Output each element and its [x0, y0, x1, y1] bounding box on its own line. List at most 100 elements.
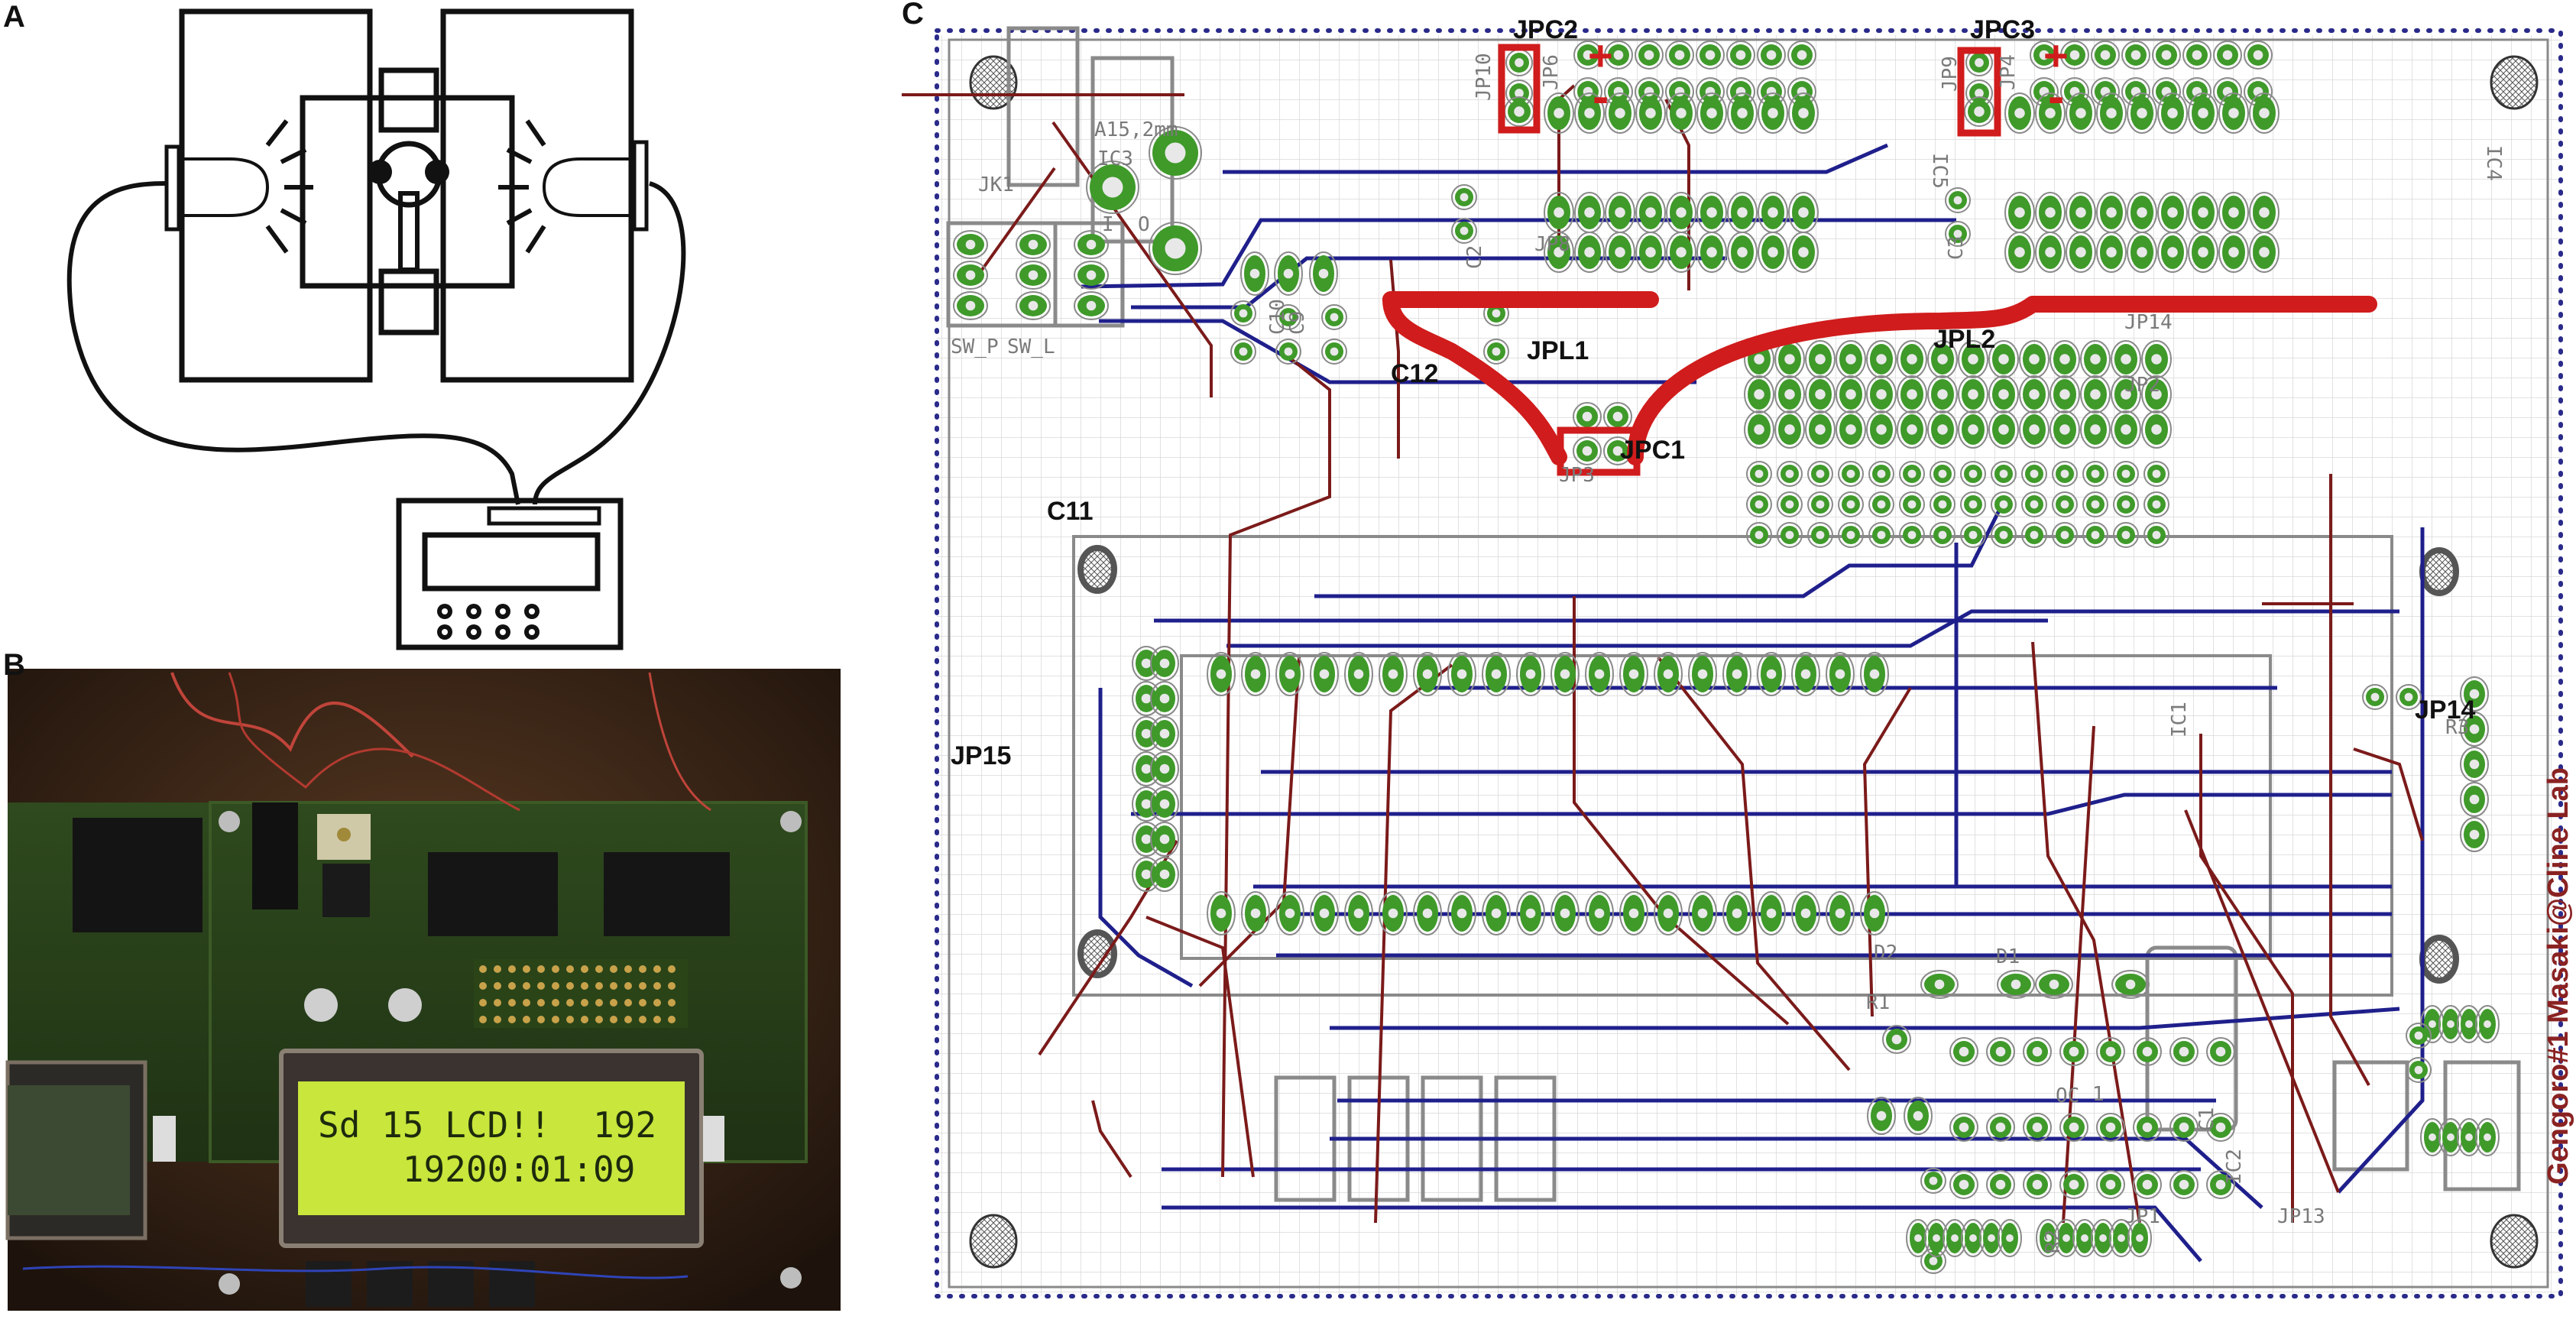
pad-outline	[1860, 891, 1889, 935]
pad-drill	[2469, 689, 2480, 699]
pad-drill	[2222, 50, 2233, 60]
pad-drill	[1968, 354, 1978, 365]
pad-outline	[1619, 652, 1648, 696]
pad-drill	[2069, 50, 2080, 60]
pad-drill	[1676, 247, 1687, 258]
pad-drill	[2059, 389, 2070, 400]
pad-drill	[1554, 108, 1564, 118]
pad-outline	[1275, 652, 1304, 696]
pad-outline	[2035, 232, 2066, 273]
pad-outline	[1482, 891, 1511, 935]
pad-outline	[1746, 491, 1772, 517]
pad-outline	[1447, 652, 1476, 696]
pad-drill	[2414, 1065, 2423, 1075]
label-jp15: JP15	[951, 741, 1011, 770]
pad-drill	[1974, 106, 1985, 117]
pad-drill	[1525, 669, 1536, 679]
pad-outline	[1866, 375, 1897, 413]
proto-hole	[610, 965, 617, 973]
pad-outline	[1241, 652, 1270, 696]
pad-drill	[1732, 669, 1742, 679]
pad-drill	[2011, 979, 2021, 990]
pad-outline	[2052, 522, 2078, 548]
pad-drill	[2167, 108, 2178, 118]
pad-outline	[1150, 786, 1179, 822]
pad-outline	[2188, 232, 2218, 273]
pad-outline	[1149, 222, 1202, 275]
pad-drill	[1891, 1034, 1902, 1045]
pad-outline	[1550, 652, 1580, 696]
pad-drill	[1959, 1122, 1969, 1133]
pad-drill	[2137, 247, 2147, 258]
pad-drill	[1028, 300, 1039, 311]
pad-outline	[1544, 232, 1574, 273]
pad-drill	[1846, 530, 1855, 540]
pad-outline	[1807, 461, 1833, 487]
right-lamp-base	[632, 140, 649, 232]
pad-outline	[1727, 232, 1758, 273]
pad-drill	[1028, 239, 1039, 250]
pad-drill	[1159, 658, 1170, 669]
pad-outline	[1897, 375, 1927, 413]
pad-drill	[1584, 207, 1595, 218]
pad-outline	[2141, 340, 2172, 378]
pad-drill	[1515, 58, 1524, 67]
pad-outline	[1275, 339, 1301, 365]
pad-outline	[953, 261, 988, 290]
pad-outline	[1074, 230, 1109, 259]
pad-outline	[2244, 41, 2273, 70]
pad-drill	[1612, 446, 1623, 456]
pad-drill	[2075, 207, 2086, 218]
pad-drill	[2465, 1133, 2473, 1141]
pad-outline	[2141, 375, 2172, 413]
pad-outline	[1991, 522, 2017, 548]
pad-outline	[2157, 232, 2188, 273]
pad-drill	[1907, 500, 1917, 509]
proto-hole	[523, 1016, 530, 1023]
pad-outline	[2249, 92, 2280, 134]
pad-outline	[1635, 92, 1666, 134]
pad-drill	[2069, 1122, 2079, 1133]
pad-outline	[1949, 1170, 1978, 1199]
pad-outline	[1897, 340, 1927, 378]
proto-hole	[581, 965, 588, 973]
right-connector	[703, 1116, 724, 1162]
pad-outline	[1899, 461, 1925, 487]
pad-outline	[2111, 970, 2150, 999]
pad-drill	[2106, 207, 2117, 218]
pad-outline	[1777, 491, 1803, 517]
pad-drill	[2090, 354, 2101, 365]
silk-jp13: JP13	[2277, 1205, 2325, 1228]
pad-drill	[1697, 669, 1708, 679]
silk-ic5: IC5	[1928, 153, 1951, 189]
pad-drill	[2099, 1234, 2107, 1242]
pad-drill	[1938, 530, 1947, 540]
pad-outline	[2143, 522, 2169, 548]
pad-drill	[1159, 693, 1170, 704]
pad-outline	[2052, 491, 2078, 517]
pcb-layout: + - + - JPC2 JPC3 JPC1 JPL1 JPL2 C11 C12…	[902, 15, 2574, 1298]
pad-drill	[2151, 389, 2162, 400]
pad-outline	[1150, 646, 1179, 681]
silk-jp1: JP1	[2124, 1205, 2160, 1228]
pad-outline	[2249, 232, 2280, 273]
pad-drill	[1784, 389, 1795, 400]
pad-outline	[1574, 92, 1605, 134]
pad-drill	[1937, 424, 1948, 435]
proto-hole	[537, 1016, 545, 1023]
pad-outline	[1788, 92, 1819, 134]
pad-drill	[2125, 979, 2136, 990]
mounting-screws	[219, 811, 802, 1295]
proto-hole	[508, 999, 516, 1007]
pad-outline	[1774, 410, 1805, 449]
pad-outline	[2113, 522, 2139, 548]
pad-outline	[2096, 1113, 2125, 1142]
pad-drill	[1798, 247, 1809, 258]
proto-hole	[523, 982, 530, 990]
pad-drill	[2137, 108, 2147, 118]
pad-drill	[2228, 108, 2239, 118]
pad-drill	[1460, 193, 1469, 202]
pad-drill	[1845, 354, 1856, 365]
pad-drill	[1959, 1179, 1969, 1190]
pad-outline	[2082, 461, 2108, 487]
